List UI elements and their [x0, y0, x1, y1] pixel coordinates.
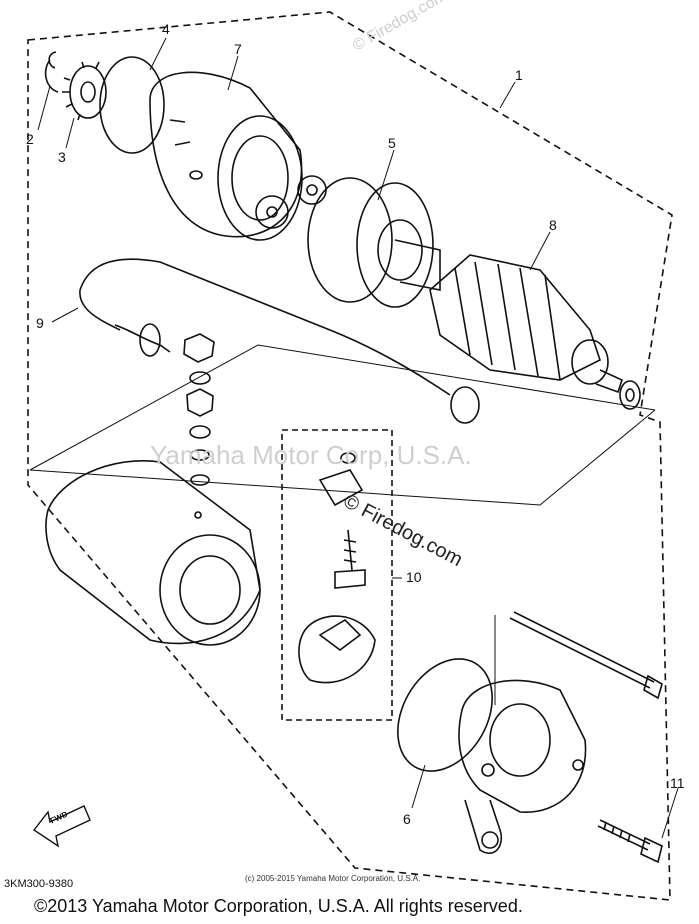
front-housing-part — [149, 71, 327, 241]
guide-lines — [29, 344, 656, 705]
small-copyright: (c) 2005-2015 Yamaha Motor Corporation, … — [245, 874, 421, 883]
rear-cover-part — [458, 679, 587, 854]
callout-10: 10 — [406, 569, 422, 585]
watermark-center: Yamaha Motor Corp, U.S.A. — [150, 440, 472, 470]
callout-9: 9 — [36, 315, 44, 331]
o-ring-5-part — [307, 177, 393, 303]
callout-5: 5 — [388, 135, 396, 151]
diagram-code: 3KM300-9380 — [4, 878, 74, 890]
fwd-arrow-icon — [32, 805, 91, 848]
through-bolt-part — [509, 611, 663, 700]
brush-assembly-boundary — [281, 429, 393, 721]
callout-3: 3 — [58, 149, 66, 165]
footer-copyright: ©2013 Yamaha Motor Corporation, U.S.A. A… — [34, 896, 523, 916]
lead-wire-part — [79, 258, 480, 424]
cover-plate-part — [356, 182, 441, 308]
washer-part — [619, 380, 641, 410]
callout-6: 6 — [403, 811, 411, 827]
armature-part — [429, 254, 623, 394]
o-ring-6-part — [397, 658, 493, 772]
pinion-gear-part — [62, 61, 107, 121]
assembly-boundary-dashed — [27, 11, 673, 901]
callout-2: 2 — [26, 131, 34, 147]
callout-8: 8 — [549, 217, 557, 233]
callout-1: 1 — [515, 67, 523, 83]
brush-holder-parts — [298, 452, 376, 684]
callout-4: 4 — [162, 21, 170, 37]
callout-7: 7 — [234, 41, 242, 57]
yoke-part — [45, 460, 261, 646]
screw-11-part — [597, 819, 663, 864]
nuts-washers-stack — [183, 333, 215, 486]
circlip-part — [44, 51, 59, 93]
leader-lines — [37, 37, 679, 839]
o-ring-4-part — [99, 56, 165, 154]
callout-11: 11 — [670, 775, 685, 791]
